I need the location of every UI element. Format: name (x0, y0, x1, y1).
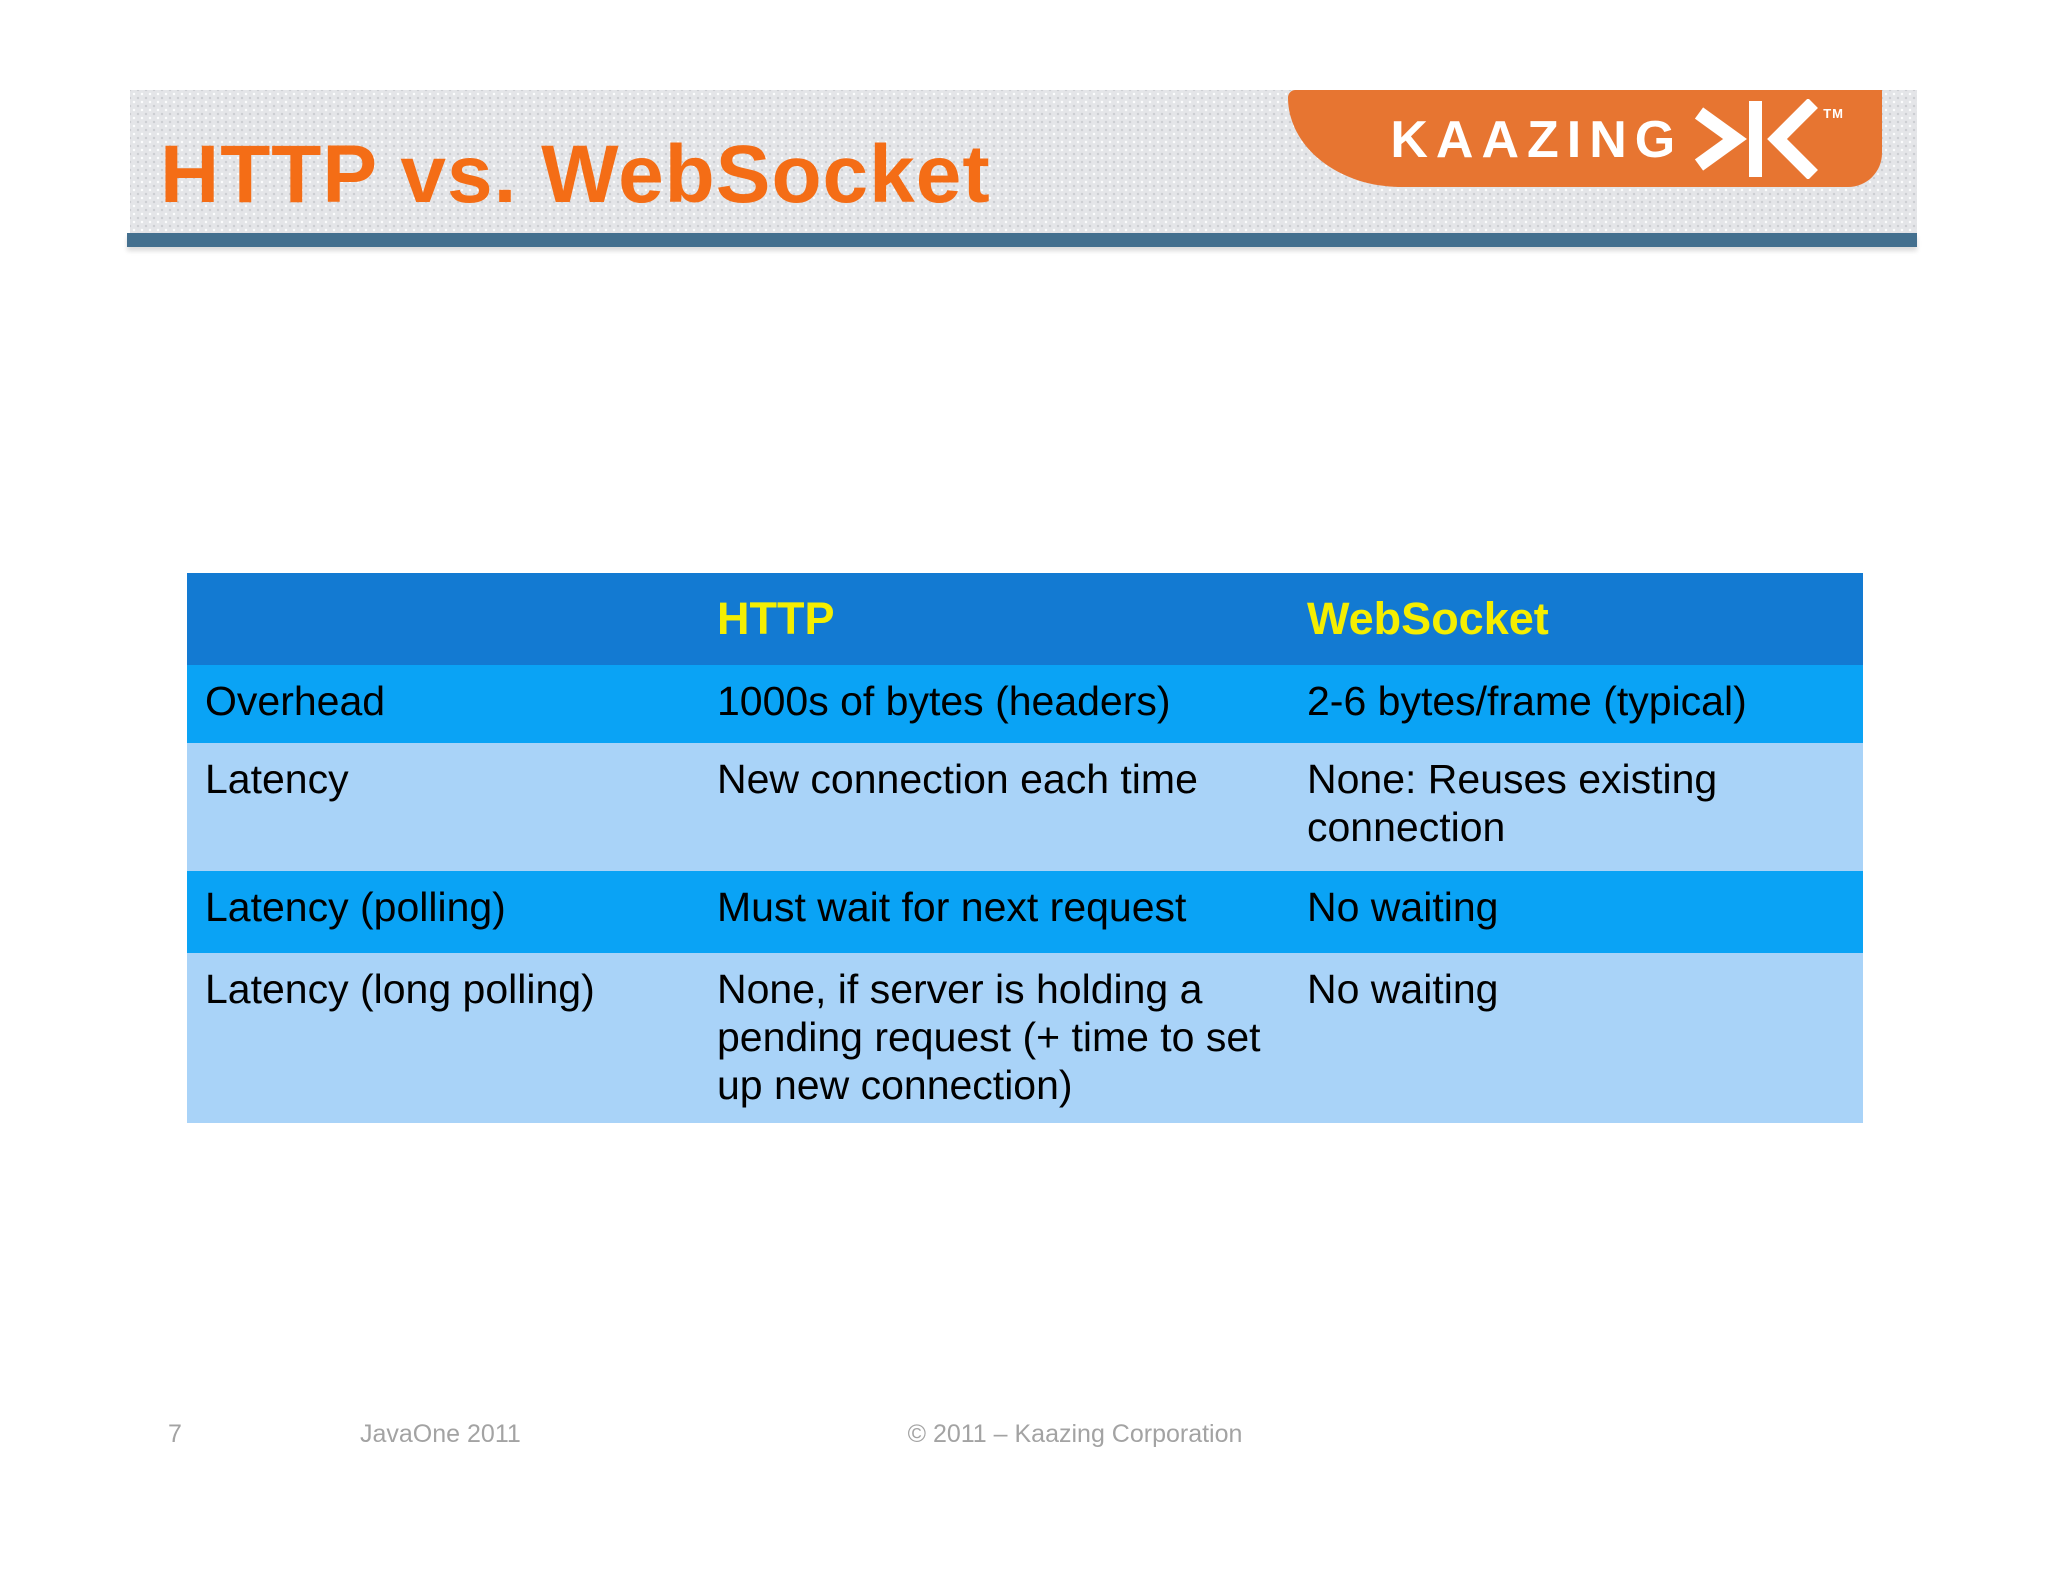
websocket-cell: 2-6 bytes/frame (typical) (1307, 678, 1747, 724)
table-row: Latency New connection each time None: R… (187, 743, 1863, 871)
websocket-cell: No waiting (1307, 884, 1499, 930)
kaazing-logo-wordmark: KAAZING (1390, 110, 1684, 169)
comparison-table: HTTP WebSocket Overhead 1000s of bytes (… (187, 573, 1863, 1123)
table-row: Overhead 1000s of bytes (headers) 2-6 by… (187, 665, 1863, 743)
table-row: Latency (polling) Must wait for next req… (187, 871, 1863, 953)
title-underline (127, 233, 1917, 247)
http-cell: New connection each time (717, 756, 1198, 802)
row-label: Overhead (205, 678, 386, 724)
table-header-row: HTTP WebSocket (187, 573, 1863, 665)
page-title: HTTP vs. WebSocket (160, 129, 991, 220)
header-cell-http: HTTP (717, 592, 835, 644)
page-number: 7 (168, 1420, 182, 1448)
row-label: Latency (long polling) (205, 966, 595, 1012)
websocket-cell: No waiting (1307, 966, 1499, 1012)
row-label: Latency (polling) (205, 884, 506, 930)
http-cell: 1000s of bytes (headers) (717, 678, 1171, 724)
header-cell-blank (187, 573, 699, 665)
http-cell: None, if server is holding a pending req… (717, 966, 1261, 1108)
table-row: Latency (long polling) None, if server i… (187, 953, 1863, 1123)
header-cell-websocket: WebSocket (1307, 592, 1549, 644)
http-cell: Must wait for next request (717, 884, 1187, 930)
trademark-symbol: TM (1823, 106, 1844, 121)
kaazing-chevron-icon (1695, 98, 1819, 179)
footer-event-label: JavaOne 2011 (360, 1420, 521, 1448)
kaazing-logo: KAAZING TM (1288, 90, 1882, 187)
row-label: Latency (205, 756, 349, 802)
websocket-cell: None: Reuses existing connection (1307, 756, 1718, 850)
footer-copyright: © 2011 – Kaazing Corporation (907, 1420, 1243, 1448)
